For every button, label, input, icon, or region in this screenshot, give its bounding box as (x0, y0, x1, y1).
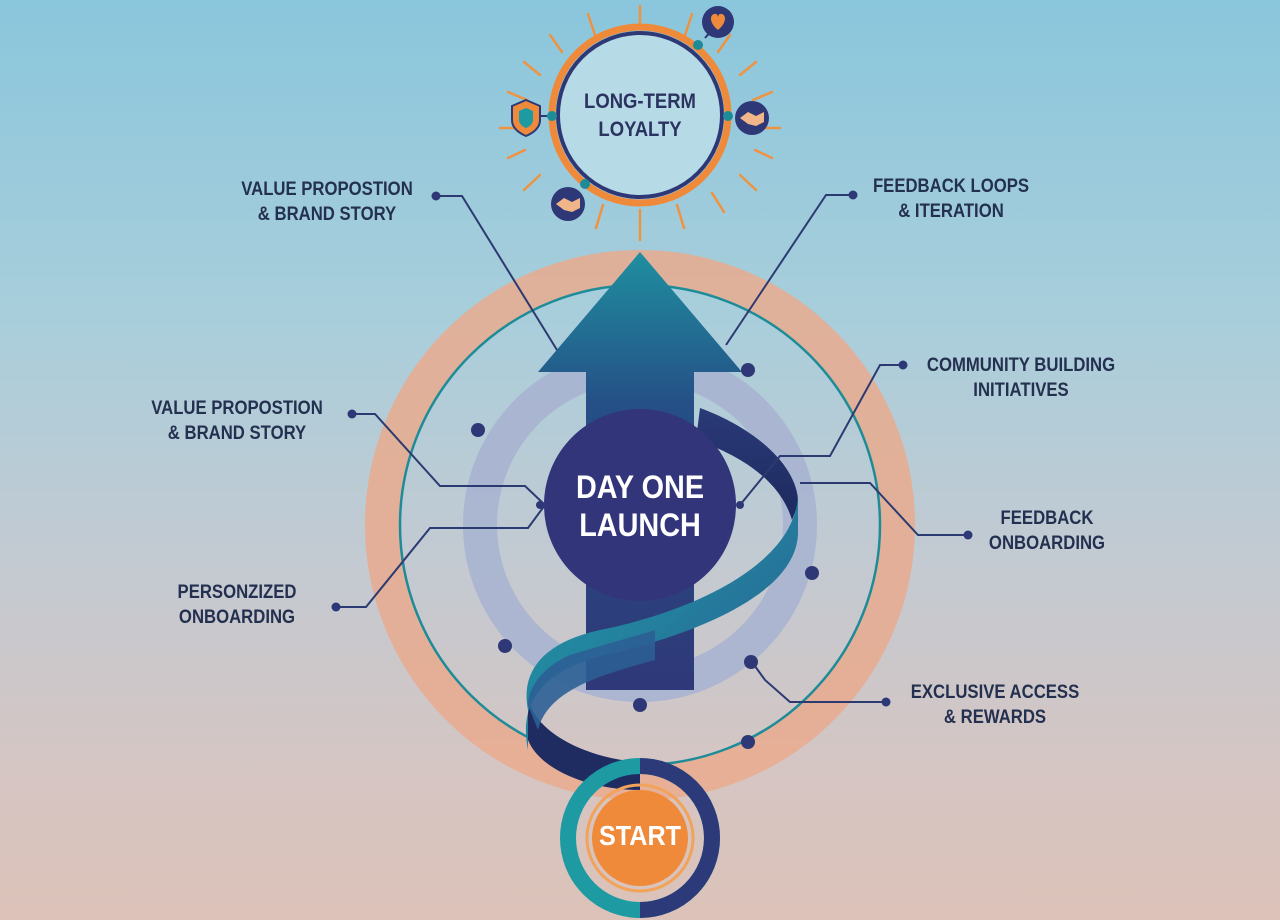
label-feedback-onboarding: FEEDBACK ONBOARDING (981, 506, 1113, 556)
label-line: VALUE PROPOSTION (241, 179, 413, 200)
label-community-building: COMMUNITY BUILDING INITIATIVES (920, 353, 1122, 403)
launch-title-line2: LAUNCH (579, 507, 701, 543)
label-line: INITIATIVES (973, 380, 1069, 401)
connector-lines (336, 194, 968, 703)
label-value-proposition-top: VALUE PROPOSTION & BRAND STORY (235, 177, 420, 227)
ribbon-lower-front (528, 630, 655, 730)
loyalty-title: LONG-TERM LOYALTY (565, 88, 715, 144)
label-line: ONBOARDING (178, 607, 296, 628)
loyalty-circle (556, 31, 724, 199)
shield-icon (511, 98, 547, 138)
loyalty-nodes (547, 40, 733, 189)
ribbon-back (696, 408, 799, 520)
sun-rays (498, 4, 782, 242)
label-value-proposition-mid: VALUE PROPOSTION & BRAND STORY (145, 396, 330, 446)
start-orange-ring (585, 783, 695, 893)
label-line: FEEDBACK (1000, 508, 1094, 529)
label-line: FEEDBACK LOOPS (872, 176, 1030, 197)
label-personalized-onboarding: PERSONZIZED ONBOARDING (171, 580, 303, 630)
label-exclusive-access: EXCLUSIVE ACCESS & REWARDS (904, 680, 1085, 730)
handshake-icon (735, 101, 769, 135)
start-ring-dark-arc (639, 758, 721, 918)
ring-nodes (471, 363, 819, 749)
loyalty-title-line2: LOYALTY (598, 118, 682, 141)
label-feedback-loops: FEEDBACK LOOPS & ITERATION (869, 174, 1033, 224)
launch-circle (544, 409, 736, 601)
ribbon-front (525, 490, 799, 750)
label-line: & ITERATION (898, 201, 1004, 222)
heart-icon (702, 6, 734, 39)
label-line: & REWARDS (943, 707, 1047, 728)
label-line: PERSONZIZED (177, 582, 297, 603)
label-line: COMMUNITY BUILDING (926, 355, 1116, 376)
label-line: EXCLUSIVE ACCESS (910, 682, 1080, 703)
start-label[interactable]: START (598, 820, 682, 851)
label-line: ONBOARDING (988, 533, 1106, 554)
label-line: & BRAND STORY (167, 423, 307, 444)
label-line: & BRAND STORY (257, 204, 397, 225)
loyalty-title-line1: LONG-TERM (584, 90, 696, 113)
handshake-icon (551, 187, 585, 221)
start-button[interactable] (592, 790, 688, 886)
launch-title-line1: DAY ONE (575, 469, 705, 505)
label-line: VALUE PROPOSTION (151, 398, 323, 419)
launch-title: DAY ONE LAUNCH (555, 468, 726, 544)
label-dots (331, 190, 973, 707)
